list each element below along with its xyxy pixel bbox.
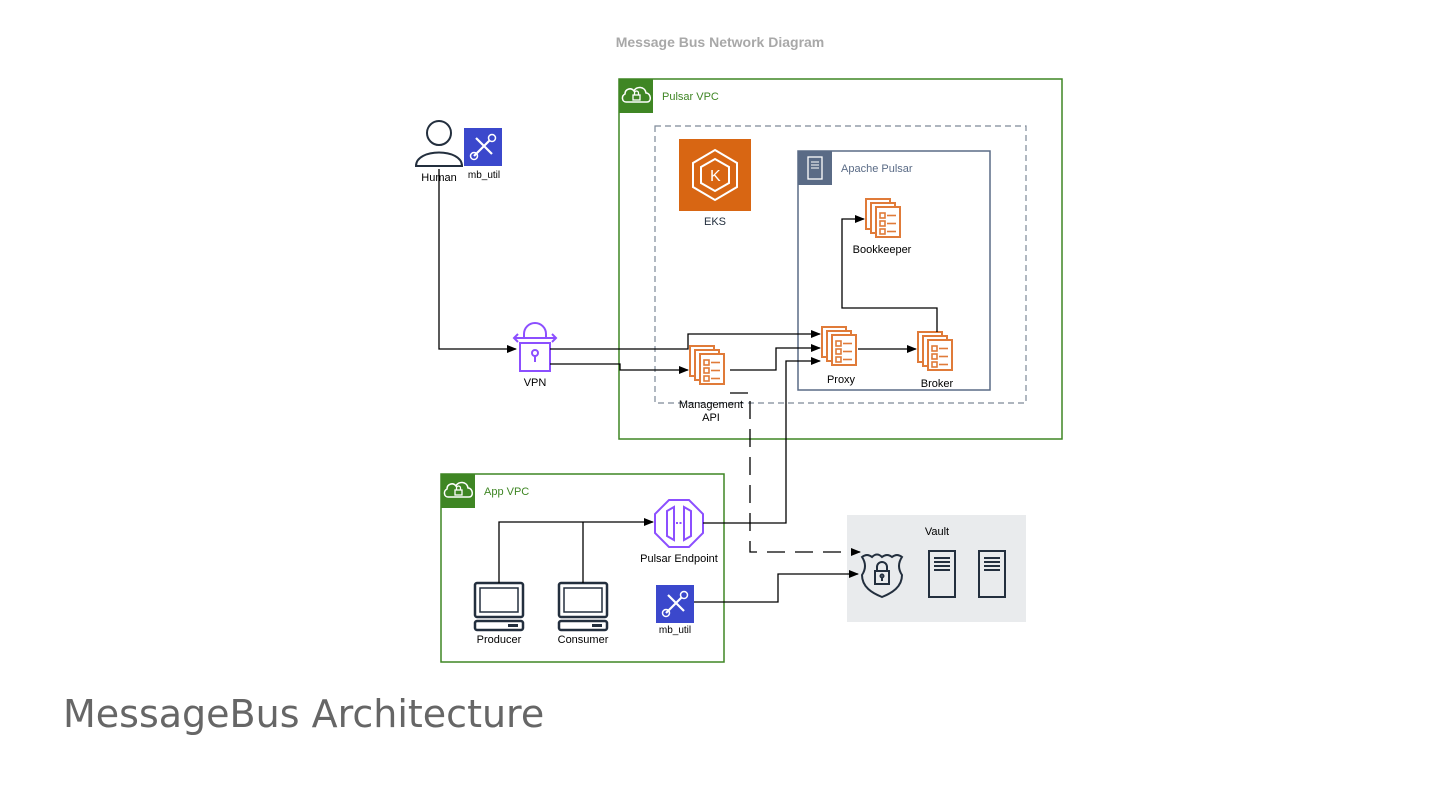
pulsar-vpc-label: Pulsar VPC bbox=[662, 91, 719, 103]
vault-group[interactable]: Vault bbox=[847, 515, 1026, 622]
vault-label: Vault bbox=[925, 526, 949, 538]
document-stack-icon bbox=[821, 326, 857, 366]
vpn-node[interactable]: VPN bbox=[512, 322, 558, 389]
pulsar-vpc-badge bbox=[619, 79, 653, 113]
pulsar-endpoint-node[interactable]: Pulsar Endpoint bbox=[640, 499, 718, 565]
mb-util-bottom-node[interactable]: mb_util bbox=[654, 583, 696, 636]
svg-text:K: K bbox=[710, 168, 721, 185]
computer-icon bbox=[473, 581, 525, 632]
document-stack-icon bbox=[689, 345, 725, 385]
edge-broker-to-bookkeeper bbox=[841, 215, 938, 332]
app-vpc-group[interactable]: App VPC bbox=[440, 473, 725, 663]
user-icon bbox=[414, 120, 464, 167]
tools-icon bbox=[654, 583, 696, 625]
tools-icon bbox=[462, 126, 504, 168]
server-icon bbox=[807, 156, 823, 180]
management-api-label-line1: Management bbox=[679, 399, 743, 411]
bookkeeper-node[interactable]: Bookkeeper bbox=[853, 198, 912, 256]
edge-management-api-to-proxy bbox=[730, 344, 821, 371]
eks-cluster-boundary bbox=[654, 125, 1027, 404]
document-stack-icon bbox=[865, 198, 901, 238]
diagram-title: Message Bus Network Diagram bbox=[615, 34, 825, 50]
kubernetes-icon: K bbox=[692, 148, 738, 202]
vpn-lock-icon bbox=[512, 322, 558, 372]
shield-lock-icon bbox=[860, 553, 904, 599]
producer-label: Producer bbox=[477, 634, 522, 646]
edge-mb-util-to-vault bbox=[694, 570, 859, 603]
edge-vpn-to-management-api bbox=[550, 363, 689, 374]
eks-label: EKS bbox=[704, 216, 726, 228]
pulsar-vpc-group[interactable]: Pulsar VPC bbox=[618, 78, 1063, 440]
proxy-label: Proxy bbox=[827, 374, 856, 386]
page-title: MessageBus Architecture bbox=[63, 692, 545, 736]
consumer-label: Consumer bbox=[558, 634, 609, 646]
apache-pulsar-label: Apache Pulsar bbox=[841, 163, 913, 175]
edge-vpn-to-proxy bbox=[550, 330, 821, 350]
edge-management-api-to-vault bbox=[730, 392, 861, 556]
mb-util-top-node[interactable]: mb_util bbox=[462, 126, 504, 181]
edge-endpoint-to-proxy bbox=[703, 357, 821, 524]
management-api-label-line2: API bbox=[702, 412, 720, 424]
app-vpc-badge bbox=[441, 474, 475, 508]
mb-util-bottom-label: mb_util bbox=[659, 625, 691, 636]
broker-node[interactable]: Broker bbox=[917, 331, 954, 390]
broker-label: Broker bbox=[921, 378, 954, 390]
edge-human-to-vpn bbox=[438, 169, 517, 353]
producer-node[interactable]: Producer bbox=[473, 581, 525, 646]
endpoint-icon bbox=[654, 499, 704, 548]
computer-icon bbox=[557, 581, 609, 632]
mb-util-top-label: mb_util bbox=[468, 170, 500, 181]
vpn-label: VPN bbox=[524, 377, 547, 389]
app-vpc-label: App VPC bbox=[484, 486, 529, 498]
edge-producer-to-endpoint bbox=[498, 518, 654, 583]
management-api-node[interactable]: Management API bbox=[679, 345, 743, 424]
consumer-node[interactable]: Consumer bbox=[557, 581, 609, 646]
apache-pulsar-group[interactable]: Apache Pulsar bbox=[797, 150, 991, 391]
eks-node[interactable]: K EKS bbox=[679, 139, 751, 228]
proxy-node[interactable]: Proxy bbox=[821, 326, 857, 386]
pulsar-endpoint-label: Pulsar Endpoint bbox=[640, 553, 718, 565]
bookkeeper-label: Bookkeeper bbox=[853, 244, 912, 256]
document-stack-icon bbox=[917, 331, 953, 371]
